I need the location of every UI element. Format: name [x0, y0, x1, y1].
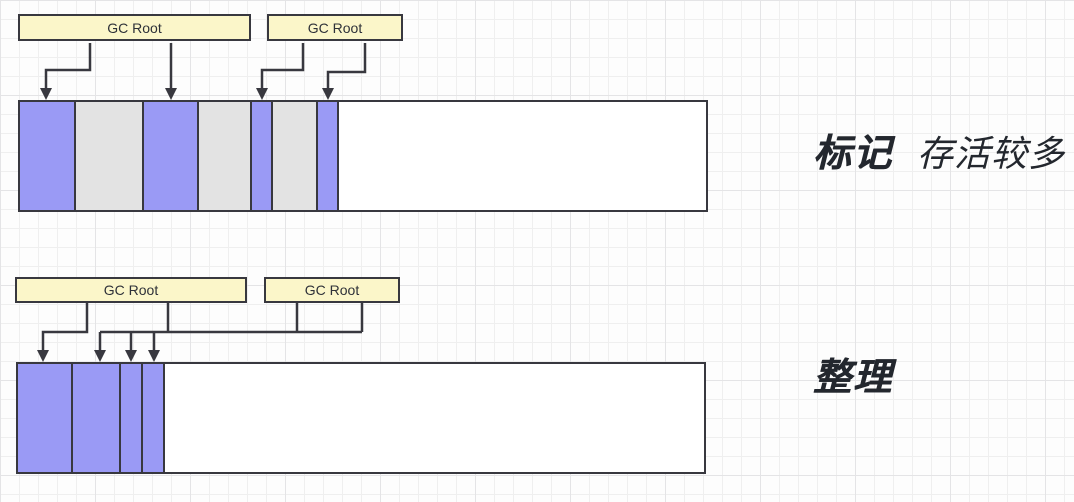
memory-block-live	[72, 364, 120, 472]
gc-root-label: GC Root	[307, 19, 363, 36]
memory-block-live	[251, 102, 272, 210]
gc-root-box: GC Root	[18, 14, 251, 41]
memory-bar-compact	[16, 362, 706, 474]
block-separator	[316, 102, 318, 210]
memory-block-garbage	[198, 102, 251, 210]
memory-block-live	[142, 364, 164, 472]
gc-root-box: GC Root	[15, 277, 247, 303]
memory-block-live	[143, 102, 198, 210]
phase-label-compact: 整理	[813, 357, 894, 400]
gc-pointer-arrow	[322, 43, 367, 100]
gc-pointer-arrow	[40, 43, 92, 100]
memory-block-garbage	[272, 102, 317, 210]
gc-root-box: GC Root	[264, 277, 400, 303]
phase-name: 标记	[813, 133, 894, 175]
phase-annotation: 存活较多	[917, 133, 1066, 174]
block-separator	[163, 364, 165, 472]
gc-pointer-arrow	[37, 303, 89, 362]
phase-name: 整理	[813, 357, 894, 399]
block-separator	[71, 364, 73, 472]
block-separator	[250, 102, 252, 210]
memory-block-garbage	[75, 102, 143, 210]
gc-root-label: GC Root	[107, 19, 162, 36]
phase-label-mark: 标记存活较多	[813, 133, 1066, 176]
memory-block-live	[317, 102, 338, 210]
gc-root-box: GC Root	[267, 14, 403, 41]
block-separator	[74, 102, 76, 210]
block-separator	[197, 102, 199, 210]
gc-root-label: GC Root	[103, 282, 159, 298]
block-separator	[337, 102, 339, 210]
gc-pointer-arrow	[256, 43, 305, 100]
memory-block-live	[120, 364, 142, 472]
memory-block-live	[20, 102, 75, 210]
memory-bar-mark	[18, 100, 708, 212]
gc-root-label: GC Root	[304, 282, 360, 298]
block-separator	[271, 102, 273, 210]
block-separator	[119, 364, 121, 472]
block-separator	[141, 364, 143, 472]
memory-block-live	[18, 364, 72, 472]
block-separator	[142, 102, 144, 210]
